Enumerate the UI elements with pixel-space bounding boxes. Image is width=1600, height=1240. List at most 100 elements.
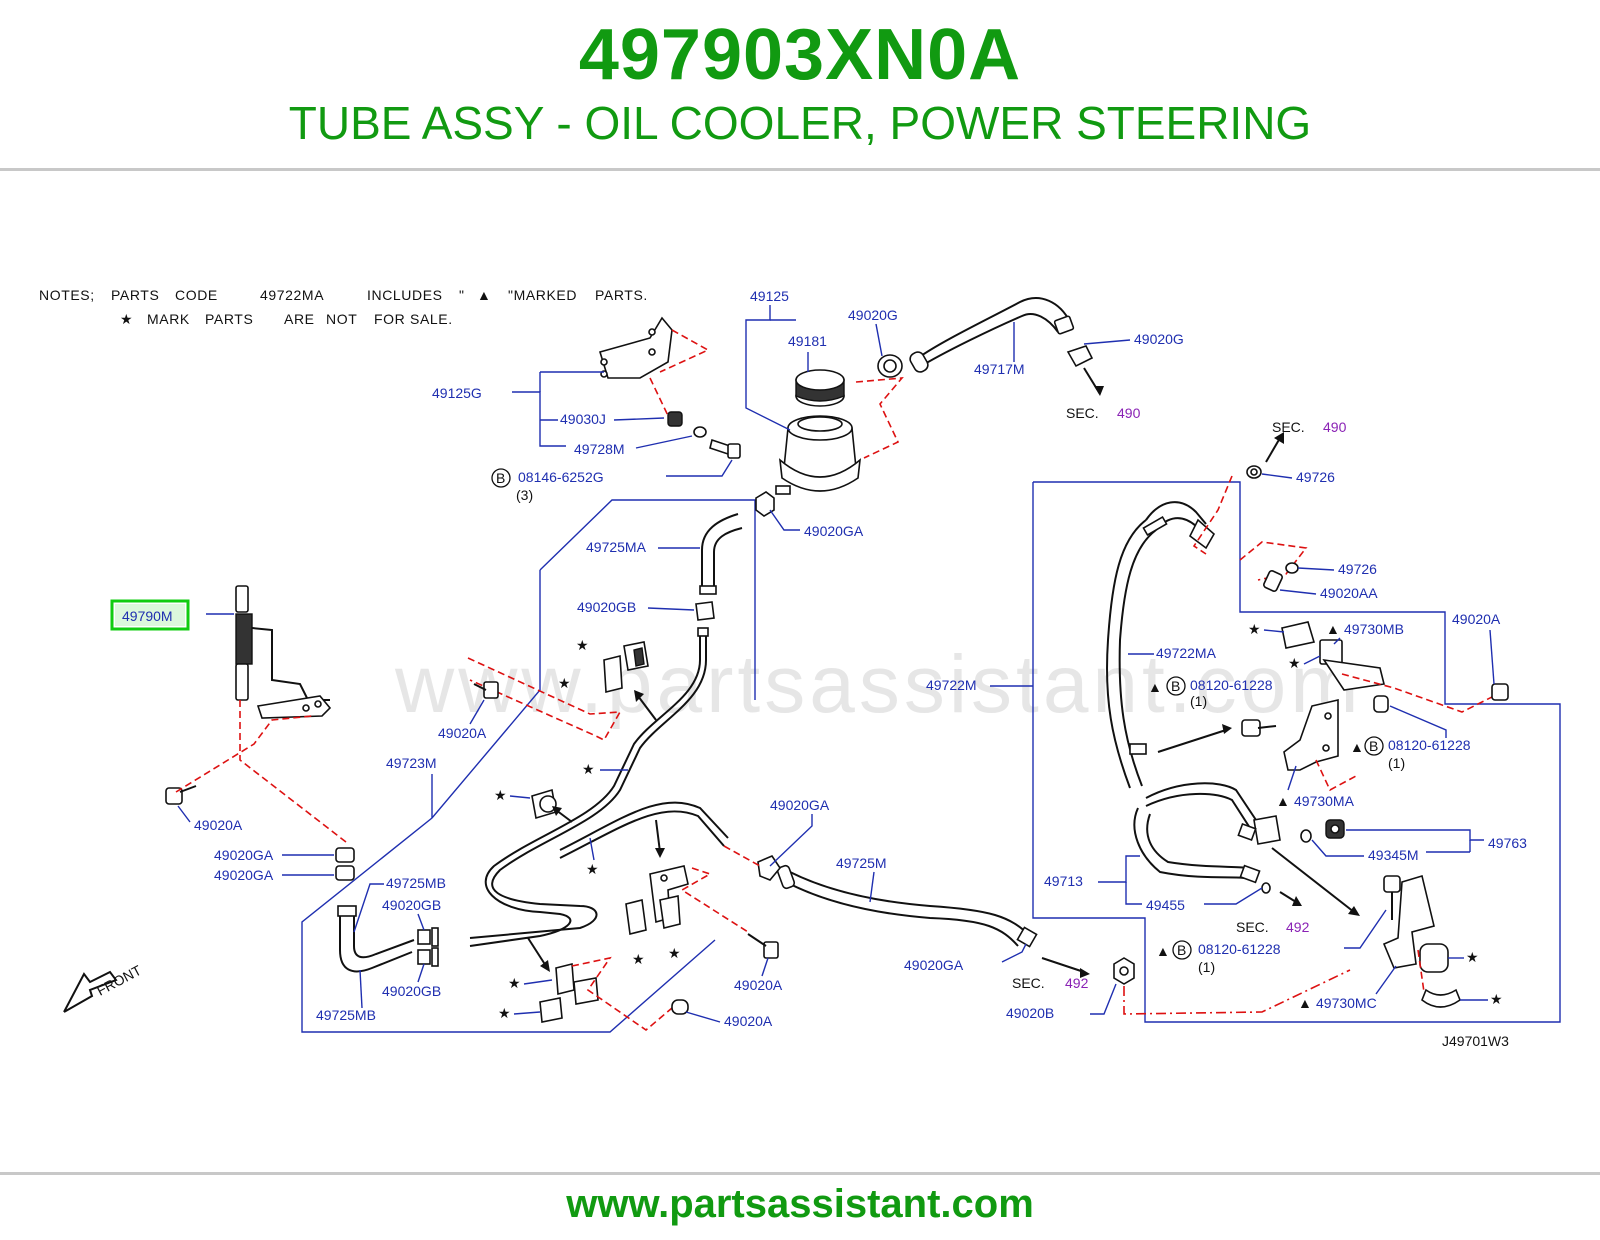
- callout-49020A-mid: 49020A: [438, 725, 487, 741]
- diagram-code: J49701W3: [1442, 1033, 1509, 1048]
- bolt-08120-b: [1241, 719, 1277, 737]
- star-mark-d: ★: [494, 787, 507, 803]
- callout-49020GA-l1: 49020GA: [214, 847, 274, 863]
- washer-49726-a: [1246, 465, 1262, 479]
- fitting-49020GB-b: [417, 947, 439, 967]
- reservoir-bracket: [598, 316, 673, 379]
- reservoir-tank: [775, 415, 862, 495]
- callout-08120-61228-a: 08120-61228: [1190, 677, 1273, 693]
- callout-49020GA-l2: 49020GA: [214, 867, 274, 883]
- triangle-mark-49730MC: ▲: [1298, 995, 1312, 1011]
- callout-49730MC: 49730MC: [1316, 995, 1377, 1011]
- grommet-star-d: [625, 895, 681, 935]
- tube-49723M: [469, 627, 729, 947]
- callout-08146-6252G: 08146-6252G: [518, 469, 604, 485]
- bolt-ref-b-08120-b: B: [1369, 738, 1378, 754]
- bracket-49730MB: [1281, 621, 1385, 691]
- callout-49725M: 49725M: [836, 855, 887, 871]
- tube-49790M: [235, 585, 332, 719]
- svg-text:PARTS.: PARTS.: [595, 287, 648, 303]
- callout-49725MB-b: 49725MB: [316, 1007, 376, 1023]
- front-label: FRONT: [94, 962, 144, 999]
- callout-08120-61228-b: 08120-61228: [1388, 737, 1471, 753]
- star-mark-i: ★: [498, 1005, 511, 1021]
- nut-49020B: [1113, 957, 1135, 985]
- bolt-ref-b-08120-a: B: [1171, 678, 1180, 694]
- star-mark-l: ★: [1466, 949, 1479, 965]
- fitting-49020GB-a: [417, 927, 439, 947]
- triangle-mark-49730MB: ▲: [1326, 621, 1340, 637]
- star-mark-f: ★: [632, 951, 645, 967]
- bolt-08146: [709, 438, 741, 459]
- svg-text:": ": [459, 287, 465, 303]
- triangle-mark-08120-c: ▲: [1156, 943, 1170, 959]
- reservoir-cap: [795, 369, 845, 407]
- hose-49455: [1261, 882, 1271, 894]
- callout-49726-a: 49726: [1296, 469, 1335, 485]
- footer-divider: [0, 1172, 1600, 1175]
- callout-49020A-b1: 49020A: [734, 977, 783, 993]
- callout-49723M: 49723M: [386, 755, 437, 771]
- star-mark-b: ★: [558, 675, 571, 691]
- callout-49728M: 49728M: [574, 441, 625, 457]
- triangle-mark-08120-b: ▲: [1350, 739, 1364, 755]
- sec-492-b-num: 492: [1286, 919, 1310, 935]
- sec-492-a-label: SEC.: [1012, 975, 1045, 991]
- bracket-49730MA: [1283, 698, 1339, 771]
- sec-490-b-num: 490: [1323, 419, 1347, 435]
- sec-490-a-num: 490: [1117, 405, 1141, 421]
- svg-text:CODE: CODE: [175, 287, 218, 303]
- callout-08120-a-qty: (1): [1190, 693, 1207, 709]
- svg-text:"MARKED: "MARKED: [508, 287, 577, 303]
- callout-49713: 49713: [1044, 873, 1083, 889]
- callout-49020GA-bot: 49020GA: [904, 957, 964, 973]
- callout-49020A-r: 49020A: [1452, 611, 1501, 627]
- svg-text:MARK: MARK: [147, 311, 190, 327]
- clip-star-a: [603, 641, 649, 694]
- callout-49020GA-top: 49020GA: [804, 523, 864, 539]
- svg-text:SALE.: SALE.: [410, 311, 453, 327]
- star-mark-h: ★: [508, 975, 521, 991]
- callout-08120-61228-c: 08120-61228: [1198, 941, 1281, 957]
- svg-text:ARE: ARE: [284, 311, 315, 327]
- sec-492-a-num: 492: [1065, 975, 1089, 991]
- part-number: 497903XN0A: [578, 15, 1022, 95]
- washer-49728M: [693, 426, 707, 438]
- callout-49726-b: 49726: [1338, 561, 1377, 577]
- footer-url[interactable]: www.partsassistant.com: [566, 1182, 1034, 1226]
- hose-49722MA: [1105, 501, 1216, 789]
- bolt-ref-b-08120-c: B: [1177, 942, 1186, 958]
- callout-49725MB-a: 49725MB: [386, 875, 446, 891]
- callout-49030J: 49030J: [560, 411, 606, 427]
- sec-490-b-label: SEC.: [1272, 419, 1305, 435]
- bolt-49020A-mid: [473, 681, 499, 699]
- star-mark-m: ★: [1490, 991, 1503, 1007]
- hose-clamp-49020G: [877, 354, 903, 378]
- callout-49181: 49181: [788, 333, 827, 349]
- callout-49345M: 49345M: [1368, 847, 1419, 863]
- callout-49725MA: 49725MA: [586, 539, 647, 555]
- star-mark-j: ★: [1248, 621, 1261, 637]
- clamp-49020G-b: [1066, 345, 1094, 368]
- bolt-ref-b-08146: B: [496, 470, 505, 486]
- clip-star-b: [531, 788, 557, 820]
- bolt-49020A-r: [1491, 683, 1509, 701]
- callout-49020A-left: 49020A: [194, 817, 243, 833]
- hose-49725M: [776, 864, 1038, 948]
- triangle-mark-49730MA: ▲: [1276, 793, 1290, 809]
- highlight-box-49790M: [110, 599, 190, 631]
- svg-text:49722MA: 49722MA: [260, 287, 324, 303]
- callout-49730MA: 49730MA: [1294, 793, 1355, 809]
- washer-49030J: [667, 411, 683, 427]
- svg-text:★: ★: [120, 311, 133, 327]
- notes-line-1: NOTES; PARTS CODE 49722MA INCLUDES " ▲ "…: [39, 287, 648, 303]
- page-header: 497903XN0A TUBE ASSY - OIL COOLER, POWER…: [0, 0, 1600, 168]
- callout-49020AA: 49020AA: [1320, 585, 1378, 601]
- callout-49020G-a: 49020G: [848, 307, 898, 323]
- callout-49020B: 49020B: [1006, 1005, 1054, 1021]
- part-title: TUBE ASSY - OIL COOLER, POWER STEERING: [288, 97, 1312, 149]
- nut-49020GA-l1: [335, 847, 355, 863]
- callout-49790M: 49790M: [122, 608, 173, 624]
- svg-text:NOT: NOT: [326, 311, 357, 327]
- callout-49722MA: 49722MA: [1156, 645, 1217, 661]
